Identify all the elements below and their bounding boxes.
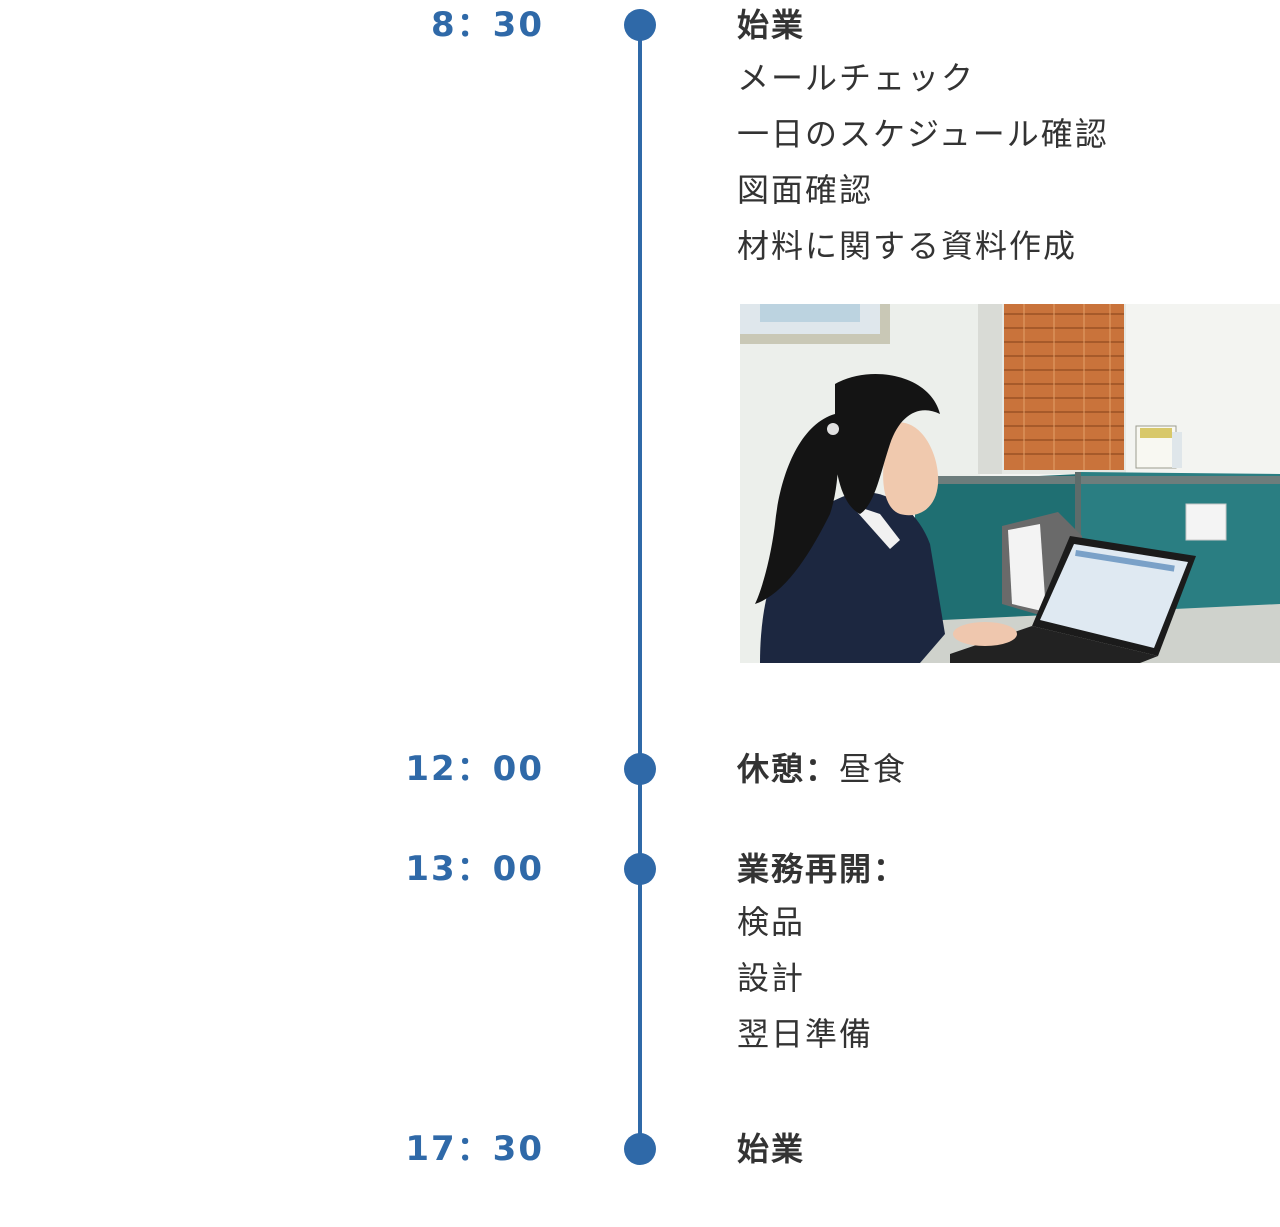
task-item: 図面確認 [737, 171, 874, 209]
entry-content: 業務再開： 検品 設計 翌日準備 [737, 844, 1280, 1062]
timeline-dot [624, 753, 656, 785]
timeline-dot [624, 9, 656, 41]
entry-time: 17：30 [405, 1129, 544, 1169]
entry-time: 8：30 [431, 5, 544, 45]
timeline-dot [624, 853, 656, 885]
task-item: 材料に関する資料作成 [737, 227, 1078, 265]
entry-content: 始業 [737, 1124, 1280, 1174]
task-item: 一日のスケジュール確認 [737, 115, 1109, 153]
entry-title: 業務再開： [737, 850, 908, 888]
entry-time: 13：00 [405, 849, 544, 889]
entry-title: 休憩：昼食 [737, 744, 1280, 794]
task-item: 設計 [737, 959, 806, 997]
timeline-line [638, 24, 642, 1152]
entry-title: 始業 [737, 6, 806, 44]
task-item: 翌日準備 [737, 1015, 874, 1053]
woman-working-at-laptop-photo [740, 304, 1280, 663]
task-item: 検品 [737, 903, 806, 941]
task-item: メールチェック [737, 59, 976, 97]
entry-title: 始業 [737, 1130, 806, 1168]
timeline-dot [624, 1133, 656, 1165]
entry-content: 休憩：昼食 [737, 744, 1280, 794]
entry-title-detail: 昼食 [839, 750, 908, 788]
entry-title-label: 休憩： [737, 750, 840, 788]
entry-time: 12：00 [405, 749, 544, 789]
entry-content: 始業 メールチェック 一日のスケジュール確認 図面確認 材料に関する資料作成 [737, 0, 1280, 274]
